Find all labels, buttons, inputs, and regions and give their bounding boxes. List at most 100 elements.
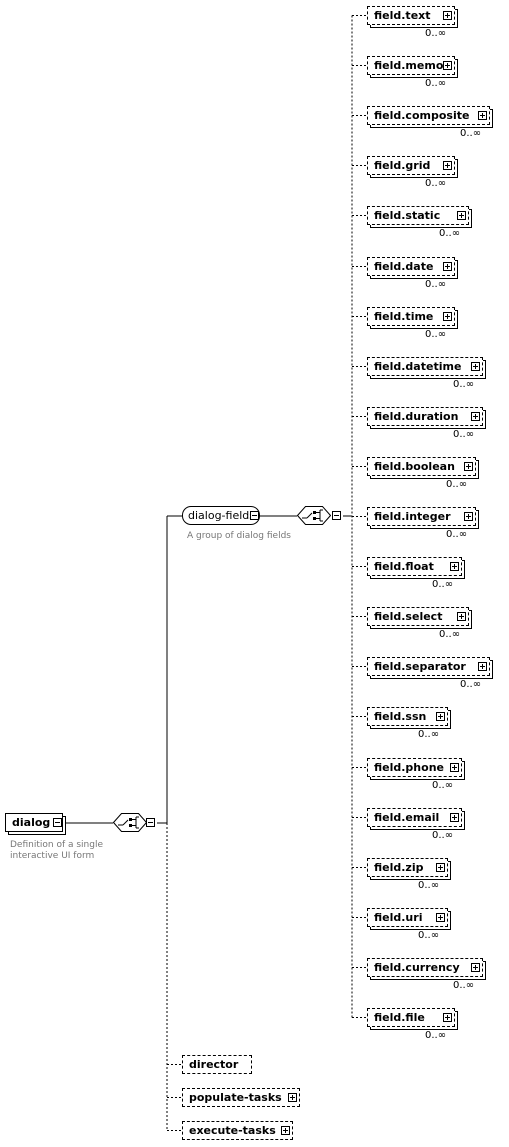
plus-box-icon[interactable] <box>471 361 480 371</box>
plus-box-icon[interactable] <box>443 311 452 321</box>
field-element-field-email[interactable]: field.email <box>367 808 462 827</box>
field-element-field-grid[interactable]: field.grid <box>367 156 455 175</box>
multiplicity-label: 0..∞ <box>425 1030 447 1041</box>
multiplicity-label: 0..∞ <box>439 629 461 640</box>
plus-box-icon[interactable] <box>436 711 445 721</box>
group-description: A group of dialog fields <box>187 531 291 541</box>
plus-box-icon[interactable] <box>464 511 473 521</box>
field-element-field-ssn[interactable]: field.ssn <box>367 707 448 726</box>
multiplicity-label: 0..∞ <box>432 780 454 791</box>
choice-compositor-icon[interactable] <box>297 506 331 525</box>
field-element-field-separator[interactable]: field.separator <box>367 657 490 676</box>
field-element-label: field.email <box>374 811 440 824</box>
group-dialog-fields[interactable]: dialog-fields <box>182 506 260 525</box>
field-element-field-text[interactable]: field.text <box>367 6 455 25</box>
plus-box-icon[interactable] <box>443 261 452 271</box>
plus-box-icon[interactable] <box>436 862 445 872</box>
field-element-field-integer[interactable]: field.integer <box>367 507 476 526</box>
multiplicity-label: 0..∞ <box>453 980 475 991</box>
root-description: Definition of a single interactive UI fo… <box>10 840 103 862</box>
multiplicity-label: 0..∞ <box>432 579 454 590</box>
field-element-field-time[interactable]: field.time <box>367 307 455 326</box>
field-element-field-datetime[interactable]: field.datetime <box>367 357 483 376</box>
plus-box-icon[interactable] <box>281 1125 290 1135</box>
field-element-field-file[interactable]: field.file <box>367 1008 455 1027</box>
element-populate-tasks[interactable]: populate-tasks <box>182 1088 300 1107</box>
group-label: dialog-fields <box>188 509 255 522</box>
plus-box-icon[interactable] <box>443 10 452 20</box>
field-element-label: field.float <box>374 560 434 573</box>
plus-box-icon[interactable] <box>478 110 487 120</box>
multiplicity-label: 0..∞ <box>425 178 447 189</box>
field-element-label: field.select <box>374 610 443 623</box>
plus-box-icon[interactable] <box>457 210 466 220</box>
plus-box-icon[interactable] <box>457 611 466 621</box>
multiplicity-label: 0..∞ <box>446 529 468 540</box>
minus-box-icon[interactable] <box>53 817 62 827</box>
field-element-field-zip[interactable]: field.zip <box>367 858 448 877</box>
field-element-label: field.zip <box>374 861 424 874</box>
field-element-field-currency[interactable]: field.currency <box>367 958 483 977</box>
root-element-dialog[interactable]: dialog <box>5 813 63 832</box>
field-element-label: field.uri <box>374 911 423 924</box>
multiplicity-label: 0..∞ <box>425 78 447 89</box>
plus-box-icon[interactable] <box>471 962 480 972</box>
multiplicity-label: 0..∞ <box>432 830 454 841</box>
field-element-field-static[interactable]: field.static <box>367 206 469 225</box>
field-element-field-memo[interactable]: field.memo <box>367 56 455 75</box>
minus-box-icon[interactable] <box>146 818 155 827</box>
root-description-line-1: Definition of a single <box>10 840 103 850</box>
field-element-field-float[interactable]: field.float <box>367 557 462 576</box>
multiplicity-label: 0..∞ <box>425 329 447 340</box>
plus-box-icon[interactable] <box>450 561 459 571</box>
element-execute-tasks[interactable]: execute-tasks <box>182 1121 293 1140</box>
multiplicity-label: 0..∞ <box>418 729 440 740</box>
multiplicity-label: 0..∞ <box>460 679 482 690</box>
field-element-field-boolean[interactable]: field.boolean <box>367 457 476 476</box>
field-element-label: field.file <box>374 1011 425 1024</box>
element-director[interactable]: director <box>182 1055 252 1074</box>
field-element-field-uri[interactable]: field.uri <box>367 908 448 927</box>
field-element-label: field.composite <box>374 109 470 122</box>
plus-box-icon[interactable] <box>443 1012 452 1022</box>
plus-box-icon[interactable] <box>436 912 445 922</box>
element-label: director <box>189 1058 239 1071</box>
plus-box-icon[interactable] <box>478 661 487 671</box>
field-element-label: field.text <box>374 9 431 22</box>
plus-box-icon[interactable] <box>471 411 480 421</box>
multiplicity-label: 0..∞ <box>460 128 482 139</box>
plus-box-icon[interactable] <box>443 60 452 70</box>
field-element-label: field.duration <box>374 410 459 423</box>
field-element-field-phone[interactable]: field.phone <box>367 758 462 777</box>
field-element-label: field.ssn <box>374 710 427 723</box>
field-element-label: field.separator <box>374 660 466 673</box>
minus-box-icon[interactable] <box>250 510 259 520</box>
plus-box-icon[interactable] <box>464 461 473 471</box>
field-element-label: field.boolean <box>374 460 455 473</box>
field-element-label: field.integer <box>374 510 451 523</box>
plus-box-icon[interactable] <box>450 762 459 772</box>
multiplicity-label: 0..∞ <box>425 28 447 39</box>
multiplicity-label: 0..∞ <box>453 379 475 390</box>
field-element-field-composite[interactable]: field.composite <box>367 106 490 125</box>
multiplicity-label: 0..∞ <box>425 279 447 290</box>
field-element-field-duration[interactable]: field.duration <box>367 407 483 426</box>
field-element-field-date[interactable]: field.date <box>367 257 455 276</box>
field-element-label: field.static <box>374 209 441 222</box>
plus-box-icon[interactable] <box>443 160 452 170</box>
field-element-label: field.time <box>374 310 434 323</box>
field-element-label: field.currency <box>374 961 460 974</box>
root-element-label: dialog <box>12 816 51 829</box>
choice-compositor-icon[interactable] <box>113 813 147 832</box>
plus-box-icon[interactable] <box>288 1092 297 1102</box>
field-element-label: field.datetime <box>374 360 462 373</box>
field-element-field-select[interactable]: field.select <box>367 607 469 626</box>
field-element-label: field.memo <box>374 59 444 72</box>
element-label: execute-tasks <box>189 1124 276 1137</box>
multiplicity-label: 0..∞ <box>453 429 475 440</box>
plus-box-icon[interactable] <box>450 812 459 822</box>
field-element-label: field.grid <box>374 159 431 172</box>
minus-box-icon[interactable] <box>332 511 341 520</box>
